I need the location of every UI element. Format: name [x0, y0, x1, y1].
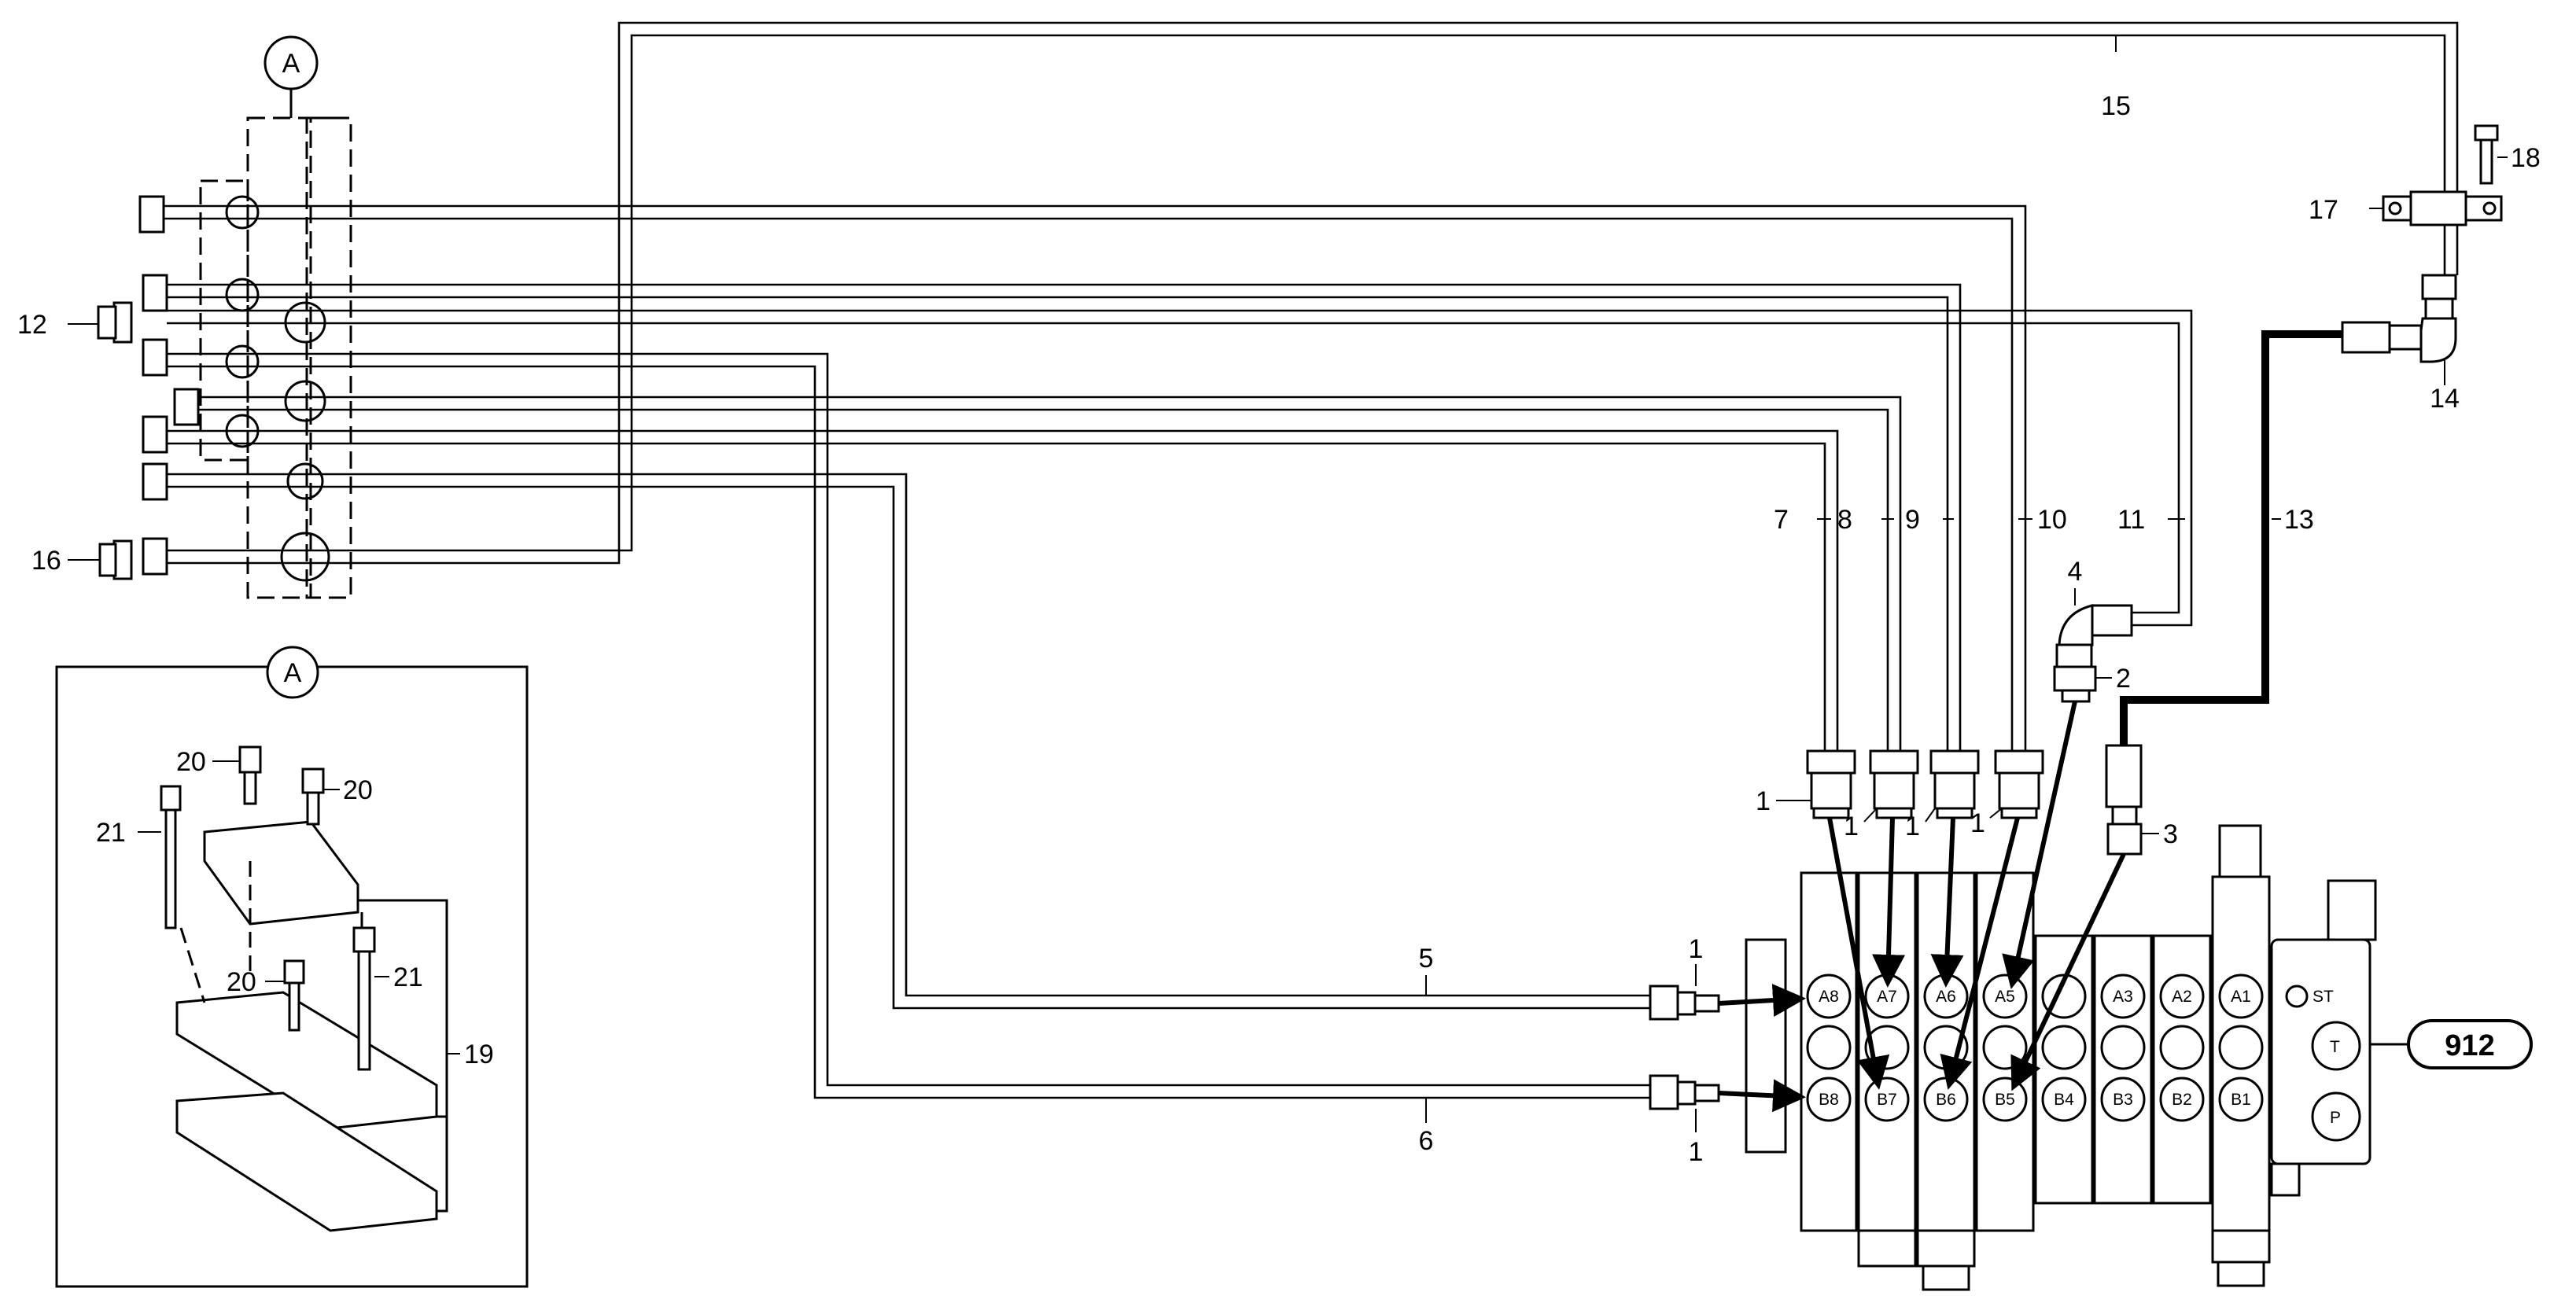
callout-1-e: 1 — [1689, 934, 1704, 964]
hose-end-fitting-3 — [2105, 744, 2143, 856]
port-b2: B2 — [2172, 1091, 2192, 1109]
callout-20-b: 20 — [343, 775, 373, 805]
port-b5: B5 — [1995, 1091, 2015, 1109]
port-p: P — [2330, 1109, 2341, 1127]
callout-17: 17 — [2309, 195, 2338, 225]
detail-a-inset — [55, 646, 529, 1288]
callout-8: 8 — [1837, 505, 1852, 535]
callout-9: 9 — [1905, 505, 1920, 535]
adapter-fittings-1 — [1806, 749, 2044, 819]
callout-1-c: 1 — [1905, 812, 1920, 841]
callout-7: 7 — [1774, 505, 1789, 535]
tube-routes — [164, 21, 2459, 1099]
port-b3: B3 — [2113, 1091, 2133, 1109]
callout-19: 19 — [464, 1040, 494, 1069]
callout-12: 12 — [17, 310, 47, 340]
callout-4: 4 — [2068, 557, 2083, 587]
leader-lines — [68, 35, 2508, 1132]
callout-16: 16 — [31, 546, 61, 576]
left-tube-fittings — [97, 195, 200, 580]
callout-21-a: 21 — [96, 818, 126, 848]
control-valve — [1745, 824, 2377, 1291]
port-b8: B8 — [1819, 1091, 1839, 1109]
port-a7: A7 — [1877, 988, 1897, 1006]
callout-10: 10 — [2037, 505, 2067, 535]
flow-arrows — [1718, 701, 2126, 1113]
elbow-fitting-4 — [2053, 604, 2133, 703]
port-a5: A5 — [1995, 988, 2015, 1006]
callout-15: 15 — [2101, 91, 2131, 121]
callout-11: 11 — [2117, 505, 2145, 535]
port-b6: B6 — [1936, 1091, 1956, 1109]
callout-5: 5 — [1419, 944, 1434, 974]
elbow-fitting-14 — [2341, 274, 2457, 363]
callout-1-f: 1 — [1689, 1137, 1704, 1167]
port-a2: A2 — [2172, 988, 2192, 1006]
callout-18: 18 — [2511, 143, 2541, 173]
port-a6: A6 — [1936, 988, 1956, 1006]
callout-13: 13 — [2284, 505, 2314, 535]
port-a8: A8 — [1819, 988, 1839, 1006]
clamp-plate-17 — [2382, 190, 2503, 226]
port-t: T — [2330, 1038, 2340, 1056]
callout-14: 14 — [2430, 384, 2460, 414]
side-fittings — [1649, 985, 1720, 1110]
callout-1-b: 1 — [1844, 812, 1859, 841]
callout-2: 2 — [2116, 664, 2131, 694]
bolt-18 — [2474, 124, 2499, 185]
reference-number: 912 — [2445, 1029, 2494, 1062]
callout-3: 3 — [2163, 819, 2178, 849]
callout-21-b: 21 — [393, 962, 423, 992]
port-a3: A3 — [2113, 988, 2133, 1006]
detail-a-circle-inset — [266, 646, 319, 699]
detail-a-label-top: A — [282, 49, 300, 79]
callout-20-c: 20 — [227, 967, 256, 997]
callout-1-a: 1 — [1756, 786, 1771, 816]
port-st: ST — [2313, 988, 2334, 1006]
callout-1-d: 1 — [1970, 808, 1985, 838]
port-b4: B4 — [2054, 1091, 2074, 1109]
hose-13 — [2120, 330, 2342, 745]
port-a1: A1 — [2231, 988, 2251, 1006]
clamp-block-top — [199, 35, 352, 599]
callout-6: 6 — [1419, 1126, 1434, 1156]
port-b1: B1 — [2231, 1091, 2251, 1109]
callout-20-a: 20 — [176, 747, 206, 777]
port-b7: B7 — [1877, 1091, 1897, 1109]
detail-a-label-inset: A — [284, 658, 302, 688]
